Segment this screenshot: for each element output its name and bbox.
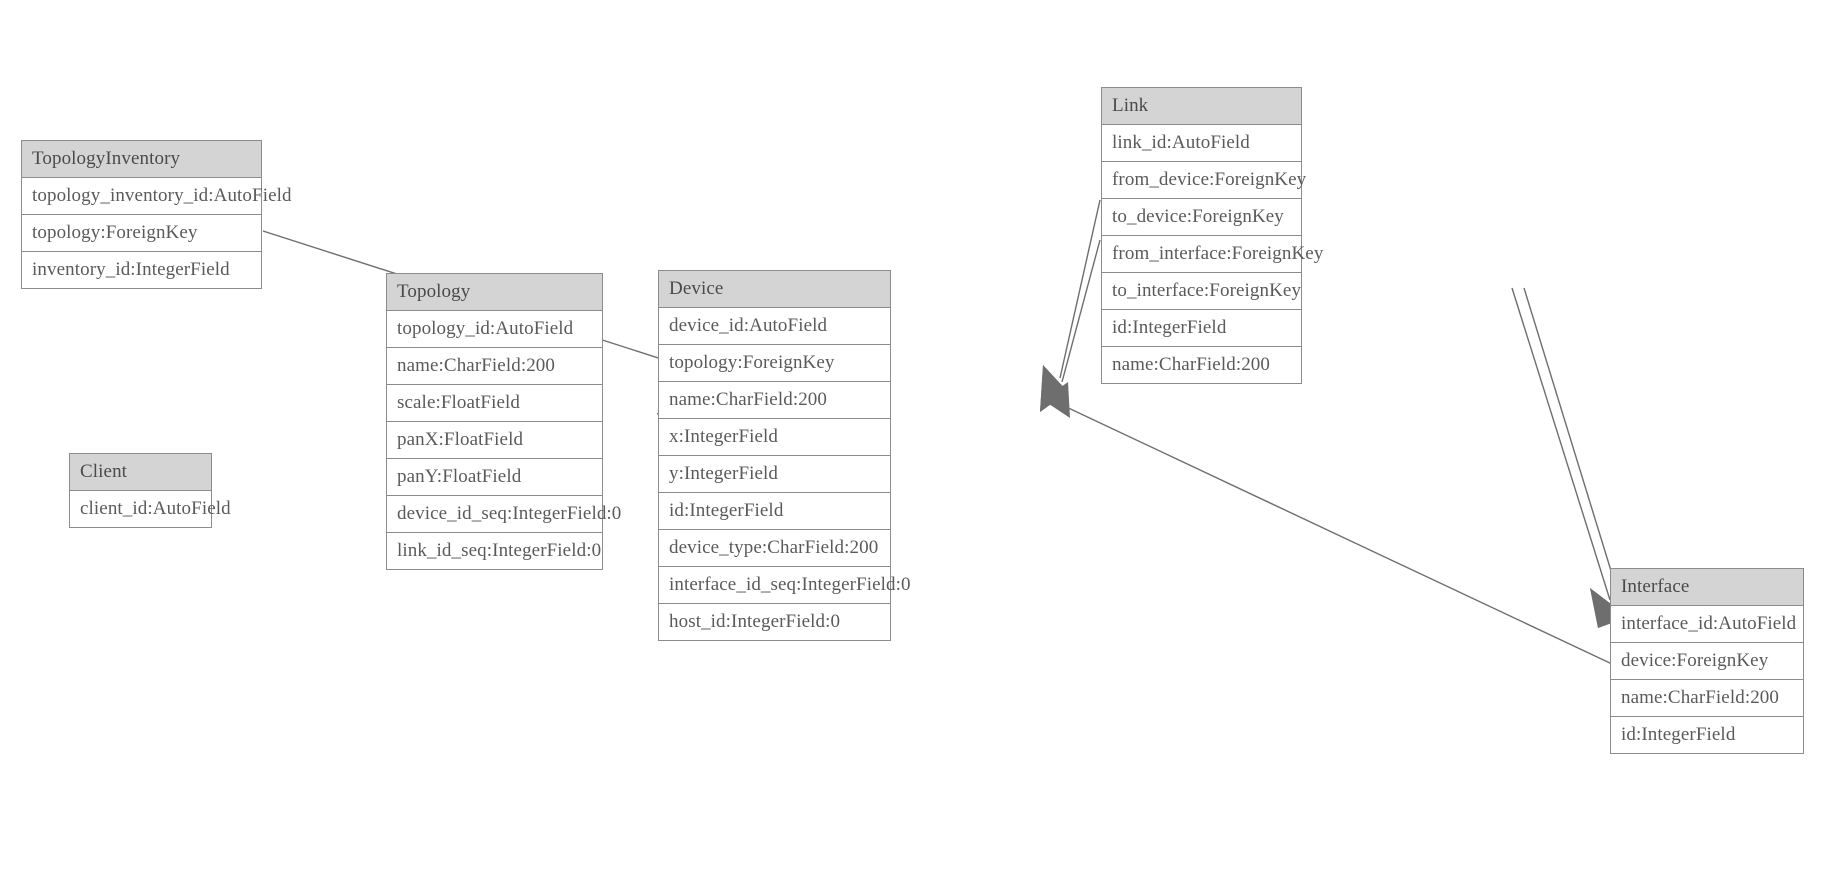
entity-field: from_device:ForeignKey	[1102, 162, 1306, 199]
entity-link[interactable]: Link link_id:AutoField from_device:Forei…	[1101, 87, 1323, 384]
entity-field: panY:FloatField	[387, 459, 602, 496]
entity-field: inventory_id:IntegerField	[22, 252, 261, 288]
entity-field: device_id_seq:IntegerField:0	[387, 496, 621, 533]
entity-field: host_id:IntegerField:0	[659, 604, 890, 640]
entity-field: id:IntegerField	[1611, 717, 1803, 753]
entity-client[interactable]: Client client_id:AutoField	[69, 453, 231, 528]
entity-field: client_id:AutoField	[70, 491, 231, 527]
entity-field: id:IntegerField	[1102, 310, 1301, 347]
entity-field: from_interface:ForeignKey	[1102, 236, 1323, 273]
edge-link-from-device	[1040, 199, 1101, 412]
entity-title-device: Device	[659, 271, 890, 308]
entity-field: y:IntegerField	[659, 456, 890, 493]
entity-field: to_device:ForeignKey	[1102, 199, 1301, 236]
edge-interface-device	[1043, 382, 1613, 665]
entity-topology[interactable]: Topology topology_id:AutoField name:Char…	[386, 273, 621, 570]
entity-field: device_type:CharField:200	[659, 530, 890, 567]
entity-field: link_id_seq:IntegerField:0	[387, 533, 602, 569]
entity-topologyinventory[interactable]: TopologyInventory topology_inventory_id:…	[21, 140, 291, 289]
entity-field: name:CharField:200	[1102, 347, 1301, 383]
entity-field: name:CharField:200	[1611, 680, 1803, 717]
entity-field: link_id:AutoField	[1102, 125, 1301, 162]
edge-link-to-device	[1040, 239, 1101, 412]
entity-field: topology_id:AutoField	[387, 311, 602, 348]
entity-field: scale:FloatField	[387, 385, 602, 422]
entity-title-interface: Interface	[1611, 569, 1803, 606]
entity-field: interface_id:AutoField	[1611, 606, 1803, 643]
entity-field: panX:FloatField	[387, 422, 602, 459]
entity-field: x:IntegerField	[659, 419, 890, 456]
entity-field: device_id:AutoField	[659, 308, 890, 345]
entity-field: topology:ForeignKey	[22, 215, 261, 252]
entity-interface[interactable]: Interface interface_id:AutoField device:…	[1610, 568, 1804, 754]
entity-device[interactable]: Device device_id:AutoField topology:Fore…	[658, 270, 910, 641]
entity-title-topology: Topology	[387, 274, 602, 311]
entity-field: interface_id_seq:IntegerField:0	[659, 567, 910, 604]
entity-field: topology_inventory_id:AutoField	[22, 178, 291, 215]
entity-field: to_interface:ForeignKey	[1102, 273, 1301, 310]
entity-field: name:CharField:200	[659, 382, 890, 419]
entity-title-link: Link	[1102, 88, 1301, 125]
entity-title-client: Client	[70, 454, 211, 491]
entity-field: id:IntegerField	[659, 493, 890, 530]
entity-field: name:CharField:200	[387, 348, 602, 385]
entity-title-topologyinventory: TopologyInventory	[22, 141, 261, 178]
entity-field: device:ForeignKey	[1611, 643, 1803, 680]
entity-field: topology:ForeignKey	[659, 345, 890, 382]
